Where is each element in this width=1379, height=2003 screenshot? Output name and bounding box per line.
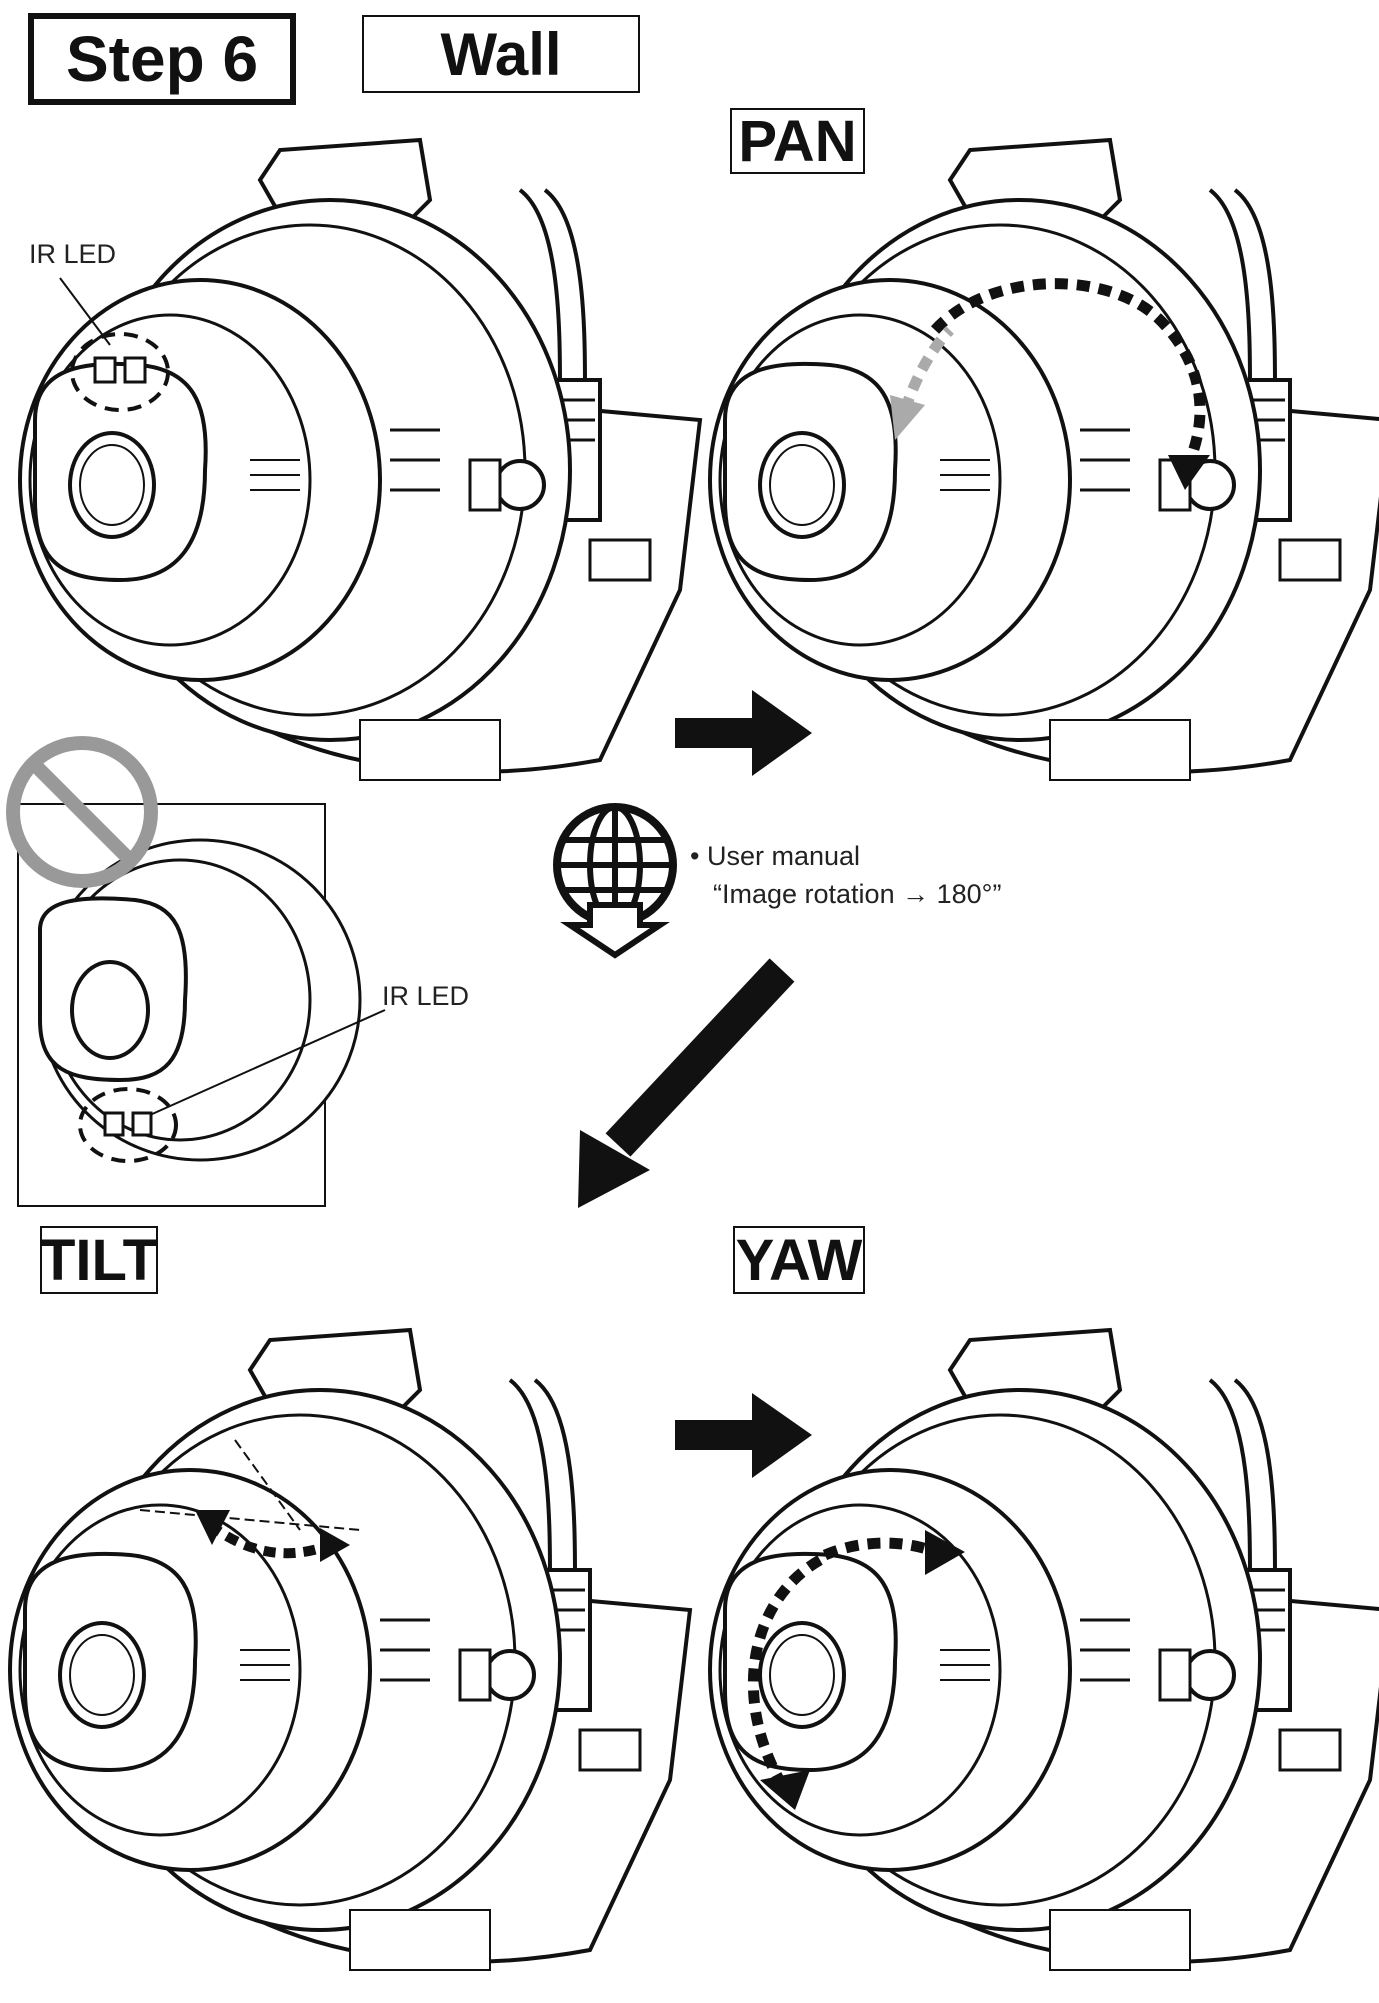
note-line2: “Image rotation → 180°” <box>713 879 1002 909</box>
mount-type-label: Wall <box>362 15 640 93</box>
yaw-heading: YAW <box>733 1226 865 1294</box>
camera-illustration-yaw <box>708 1328 1379 1972</box>
camera-illustration-initial <box>18 138 702 782</box>
ir-led-highlight <box>70 332 170 412</box>
diagonal-arrow-icon <box>578 958 795 1208</box>
user-manual-note: • User manual “Image rotation → 180°” <box>690 837 1001 913</box>
ir-led-label: IR LED <box>29 239 117 269</box>
camera-illustration-pan <box>708 138 1379 782</box>
note-line1: User manual <box>706 841 861 871</box>
pan-heading: PAN <box>730 108 865 174</box>
inset-wrong-orientation <box>17 803 386 1207</box>
ir-led-inset-label: IR LED <box>382 981 470 1011</box>
rotation-arrow-icon <box>930 278 1206 463</box>
note-bullet: • <box>690 841 700 871</box>
right-arrow-icon-2 <box>675 1393 812 1478</box>
prohibited-icon <box>6 736 158 888</box>
globe-download-icon <box>553 803 677 959</box>
tilt-heading: TILT <box>39 1226 159 1294</box>
camera-illustration-tilt <box>8 1328 692 1972</box>
right-arrow-icon <box>675 690 812 776</box>
ir-led-highlight-inset <box>78 1087 178 1163</box>
step-label: Step 6 <box>28 13 296 105</box>
